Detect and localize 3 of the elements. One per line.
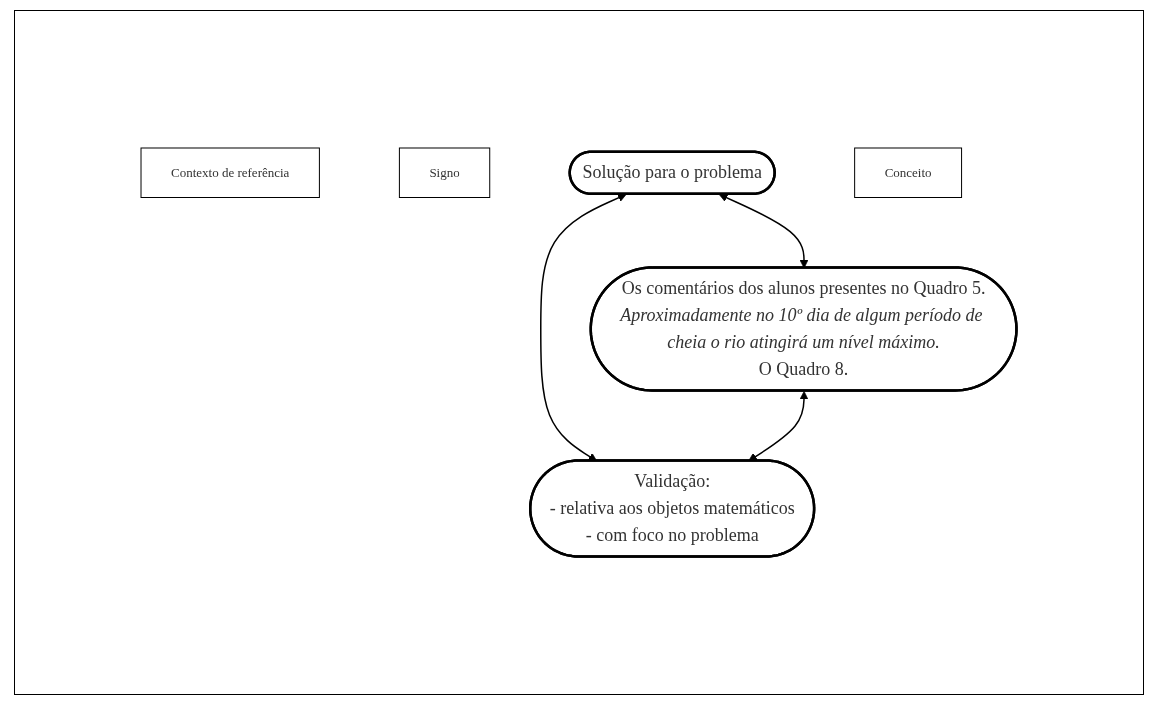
node-box: Signo <box>399 147 491 199</box>
node-box: Conceito <box>854 147 963 199</box>
node-box: Contexto de referência <box>140 147 321 199</box>
